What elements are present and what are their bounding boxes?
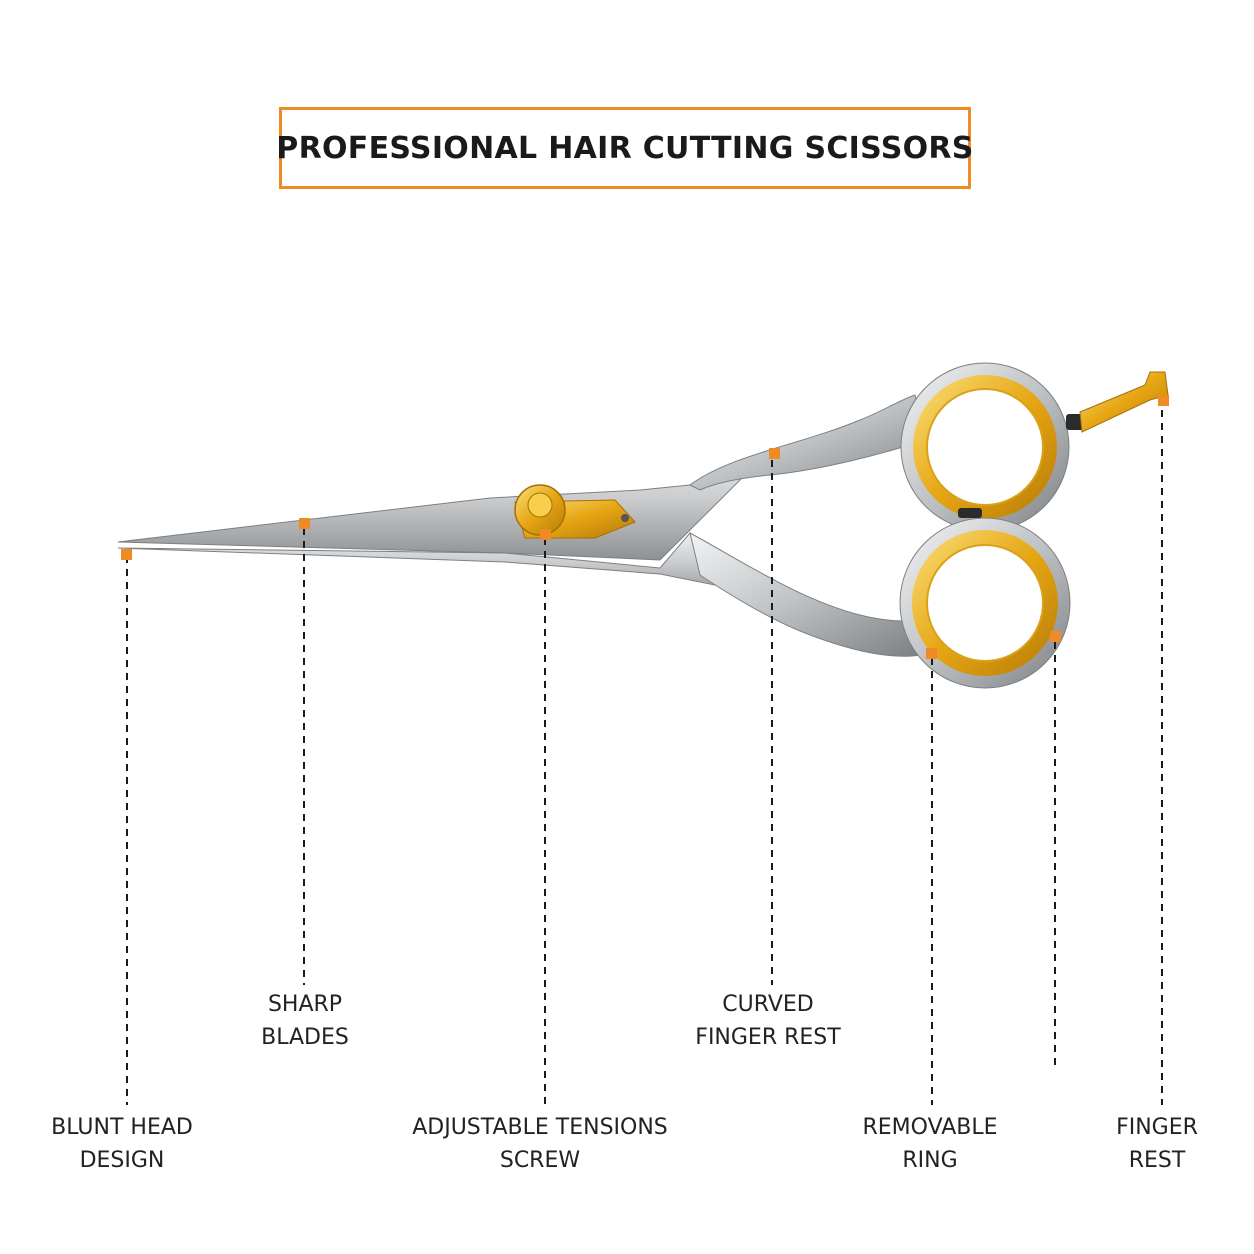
callout-sharp-blades — [299, 518, 310, 985]
callout-marker — [769, 448, 780, 459]
callout-marker — [121, 549, 132, 560]
callout-removable-ring-2 — [1050, 631, 1061, 1070]
callout-marker — [299, 518, 310, 529]
callout-finger-rest — [1158, 395, 1169, 1105]
ring-stopper — [958, 508, 982, 518]
callout-marker — [1050, 631, 1061, 642]
title-box: PROFESSIONAL HAIR CUTTING SCISSORS — [276, 107, 974, 189]
callout-blunt-head — [121, 549, 132, 1105]
callout-curved-finger-rest — [769, 448, 780, 985]
upper-blade — [117, 449, 771, 561]
callout-removable-ring — [926, 648, 937, 1105]
bottom-finger-ring — [899, 517, 1071, 689]
page-title: PROFESSIONAL HAIR CUTTING SCISSORS — [276, 130, 974, 166]
upper-shank — [689, 394, 926, 491]
callout-marker — [1158, 395, 1169, 406]
callout-tension-screw — [540, 529, 551, 1105]
top-finger-ring — [900, 362, 1070, 532]
finger-rest-tang — [1066, 371, 1169, 433]
callout-marker — [926, 648, 937, 659]
lower-shank — [689, 532, 921, 657]
callout-marker — [540, 529, 551, 540]
